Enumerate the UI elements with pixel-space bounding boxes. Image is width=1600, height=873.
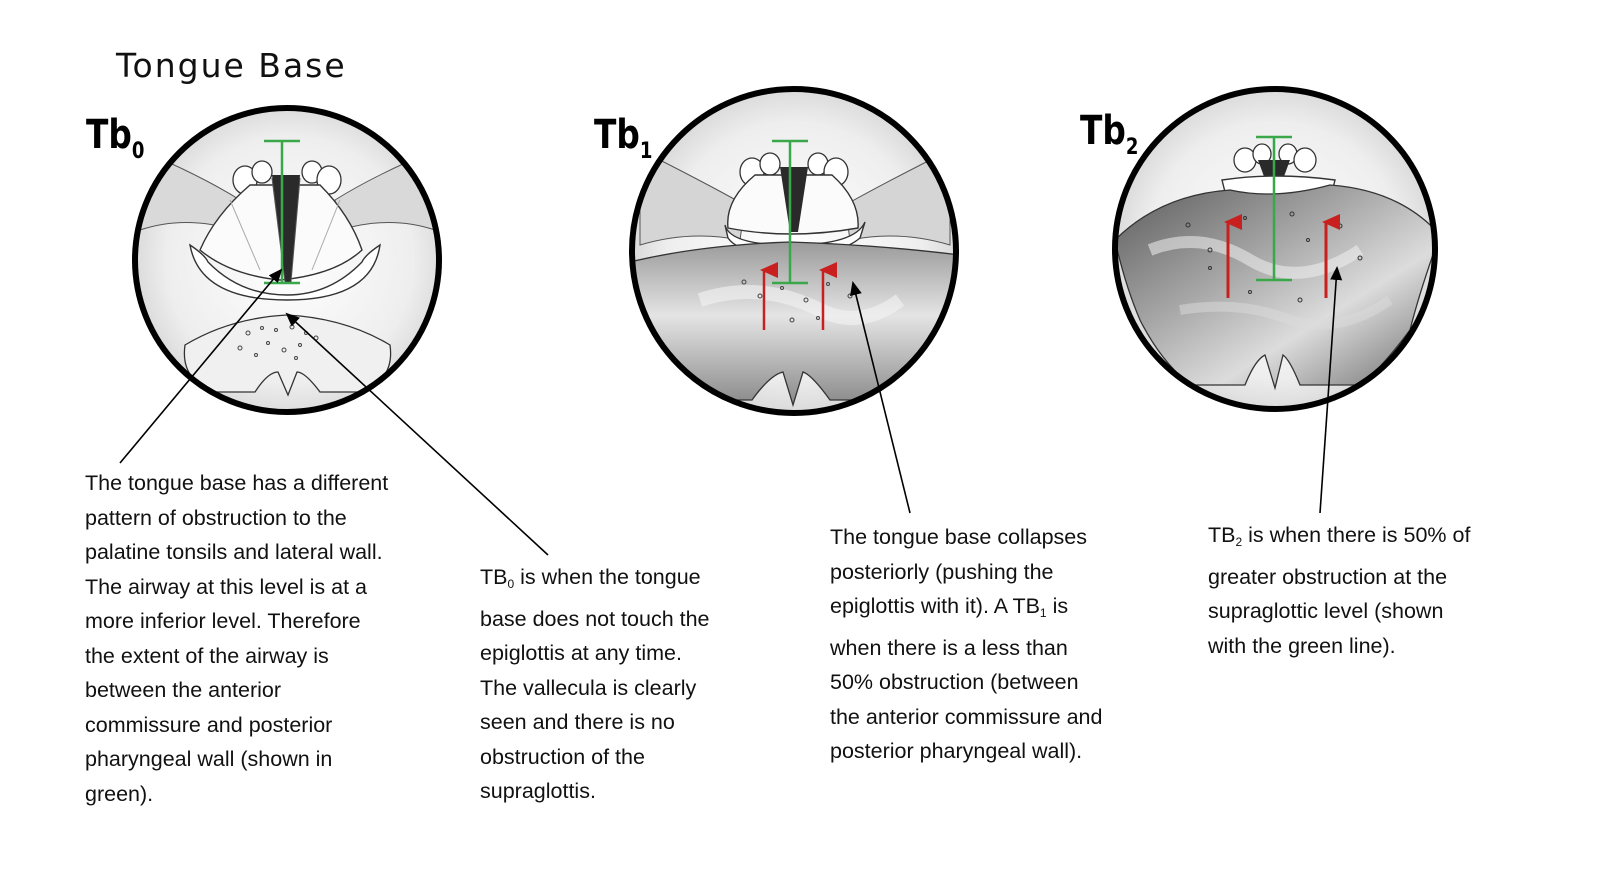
tb1-caption: The tongue base collapses posteriorly (p… <box>830 525 1103 763</box>
tb0-caption-pointer <box>285 312 549 556</box>
tb0-scope-ring <box>132 105 442 415</box>
diagram-title: Tongue Base <box>116 46 347 85</box>
tb1-caption-pointer <box>850 281 911 514</box>
tb1-scope-ring <box>629 86 959 416</box>
tb0-illustration <box>132 105 442 415</box>
general-caption-pointer <box>119 268 283 464</box>
tb0-caption: TB0 is when the tongue base does not tou… <box>480 565 710 803</box>
tb1-illustration <box>629 86 959 416</box>
tb2-caption: TB2 is when there is 50% of greater obst… <box>1208 523 1471 658</box>
tb2-illustration <box>1112 86 1438 412</box>
tb1-label: Tb1 <box>594 112 653 164</box>
tb2-caption-pointer <box>1319 266 1343 514</box>
tb2-label: Tb2 <box>1080 108 1139 160</box>
general-caption: The tongue base has a different pattern … <box>85 471 389 806</box>
tb0-label: Tb0 <box>86 112 145 164</box>
tb2-scope-ring <box>1112 86 1438 412</box>
pointer-arrows <box>119 266 1343 556</box>
